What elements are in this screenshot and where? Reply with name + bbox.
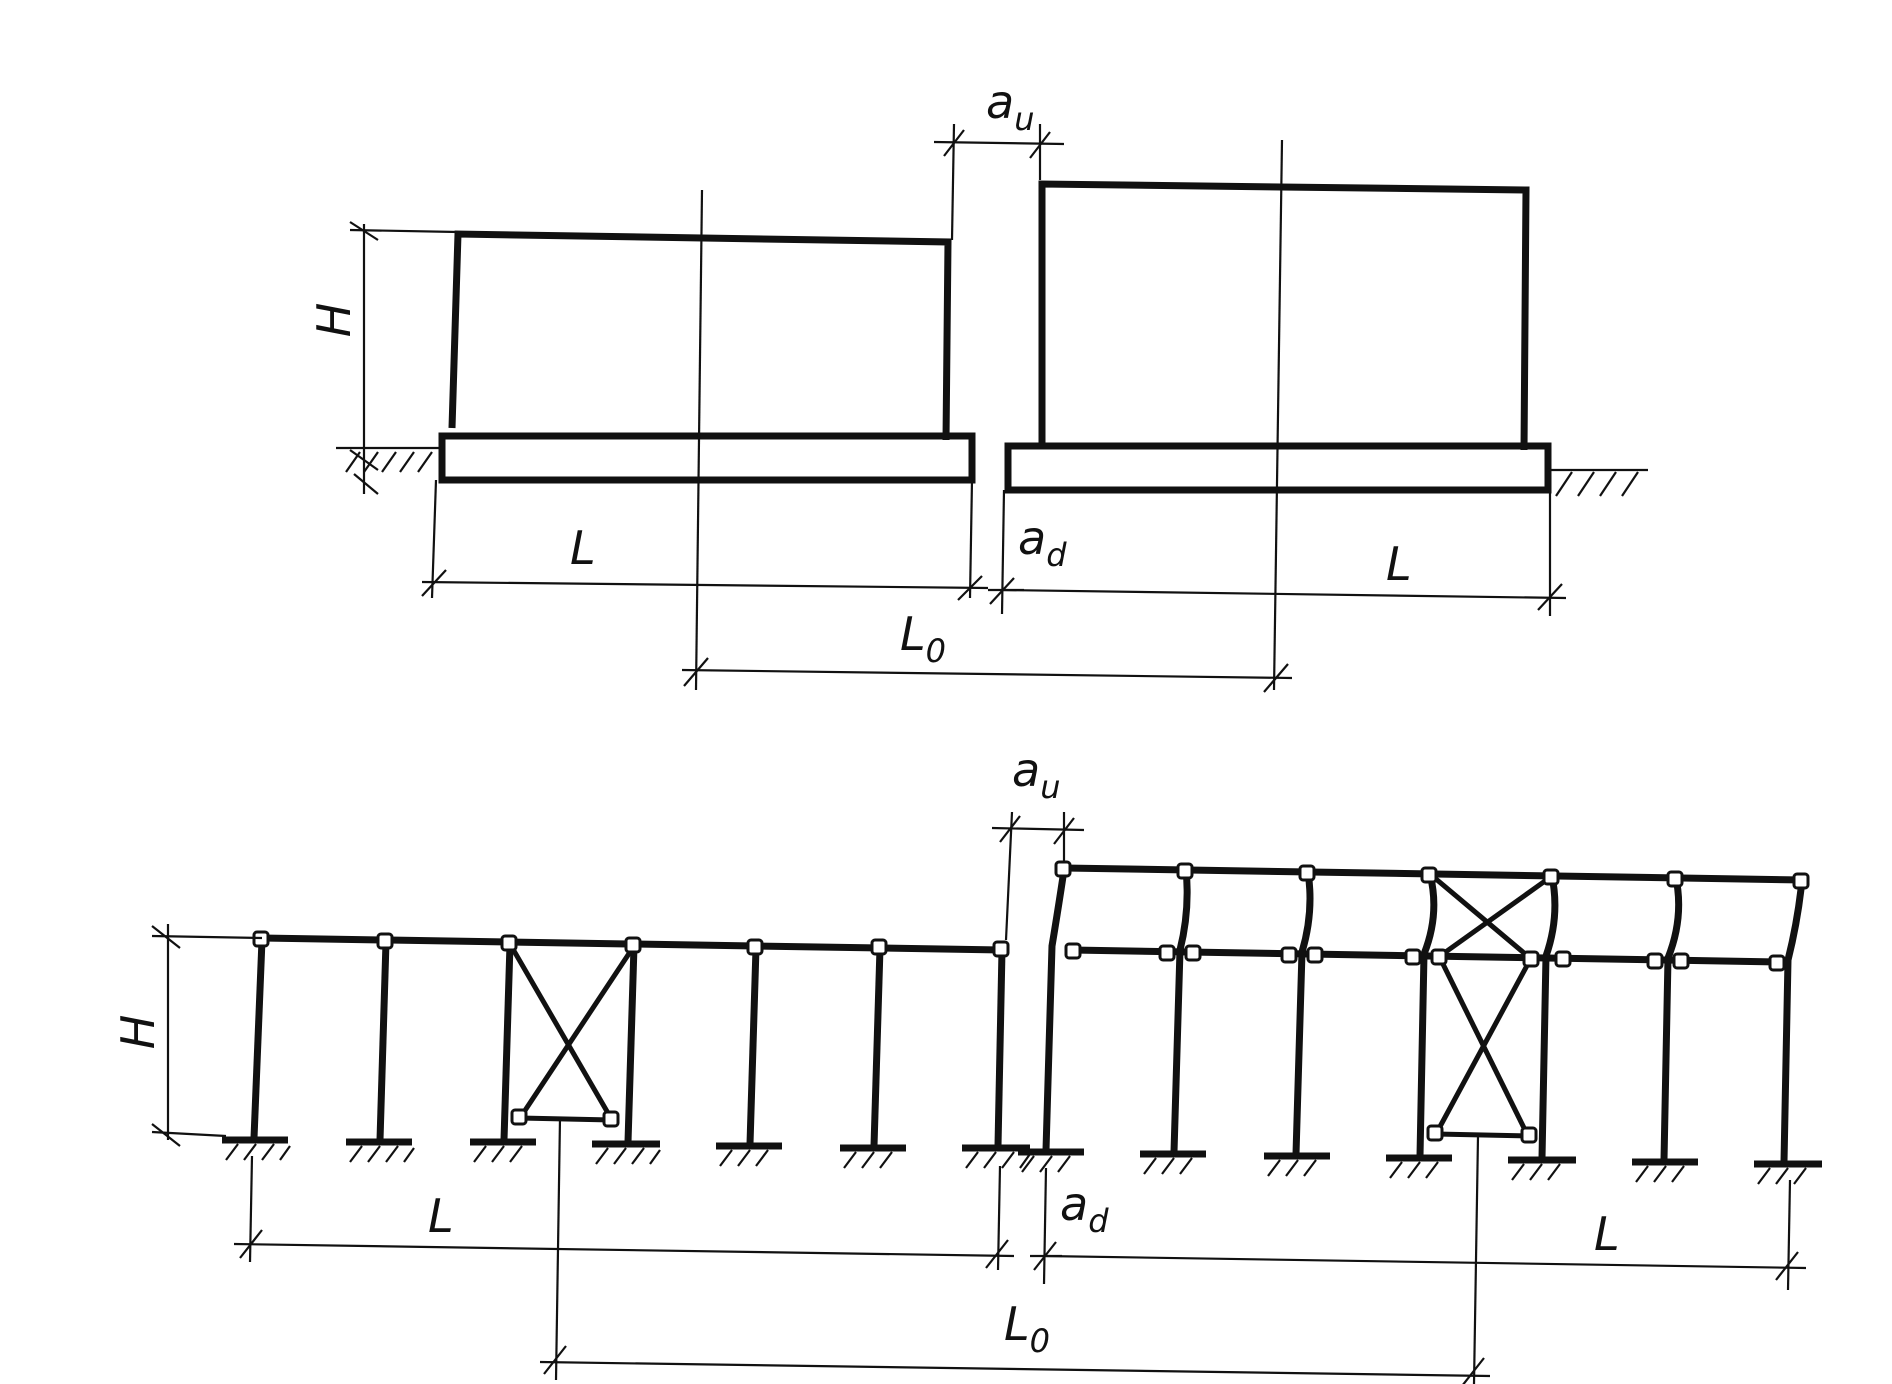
label-a-d-upper: ad (1018, 511, 1067, 574)
dimension-a-u-upper (933, 123, 1065, 241)
right-frame-bases (1018, 1148, 1822, 1168)
label-a-u-upper: au (986, 75, 1034, 138)
label-L-right-upper: L (1386, 537, 1412, 591)
left-frame-bases (222, 1136, 1030, 1152)
label-L0-upper: L0 (900, 607, 946, 670)
dimension-L0-upper (681, 657, 1293, 693)
label-a-u-lower: au (1012, 743, 1060, 806)
right-frame-hinges (1054, 860, 1810, 1144)
right-block-axis (1272, 139, 1284, 691)
left-frame-columns (250, 939, 1006, 1147)
left-frame-hinges (252, 930, 1010, 1128)
L0-upper-sub: 0 (926, 632, 946, 670)
upper-view: H au L ad (307, 75, 1648, 693)
dimension-L-left-lower (233, 1155, 1015, 1271)
label-L-right-lower: L (1594, 1207, 1620, 1261)
dimension-L-right-upper (1001, 490, 1567, 616)
left-frame-base-hatch (225, 1143, 1031, 1169)
label-H-lower: H (111, 1015, 165, 1050)
left-frame (222, 930, 1031, 1169)
L0-lower-main: L (1004, 1297, 1030, 1351)
a-u-upper-main: a (986, 75, 1014, 129)
label-L-left-upper: L (570, 521, 596, 575)
label-L-left-lower: L (428, 1189, 454, 1243)
a-u-lower-main: a (1012, 743, 1040, 797)
left-block-axis (694, 189, 704, 691)
dimension-L-left-upper (421, 479, 989, 601)
a-d-lower-sub: d (1088, 1202, 1109, 1240)
right-frame-base-hatch (1021, 1155, 1807, 1185)
right-frame-axis (1472, 1135, 1480, 1384)
dimension-a-u-lower (991, 811, 1085, 941)
right-frame-columns (1042, 869, 1806, 1163)
a-u-lower-sub: u (1040, 768, 1060, 806)
a-d-lower-main: a (1060, 1177, 1088, 1231)
dimension-L0-lower (539, 1345, 1491, 1384)
L0-lower-sub: 0 (1030, 1322, 1050, 1360)
L0-upper-main: L (900, 607, 926, 661)
label-H-upper: H (307, 303, 361, 338)
a-d-upper-sub: d (1046, 536, 1067, 574)
left-foundation (438, 432, 976, 484)
dimension-H-lower (151, 924, 263, 1147)
dimension-L-right-lower (1043, 1179, 1807, 1291)
label-L0-lower: L0 (1004, 1297, 1050, 1360)
lower-view: H au L ad (111, 743, 1822, 1384)
a-u-upper-sub: u (1014, 100, 1034, 138)
a-d-upper-main: a (1018, 511, 1046, 565)
label-a-d-lower: ad (1060, 1177, 1109, 1240)
dimension-a-d-lower (1030, 1167, 1062, 1285)
ground-hatch-right (1548, 468, 1648, 497)
right-block-outline (1038, 180, 1530, 451)
left-block-outline (448, 230, 952, 441)
right-frame (1018, 860, 1822, 1185)
dimension-H-upper (349, 221, 459, 495)
right-frame-bracing (1428, 872, 1554, 1139)
left-frame-bracing (507, 942, 637, 1123)
